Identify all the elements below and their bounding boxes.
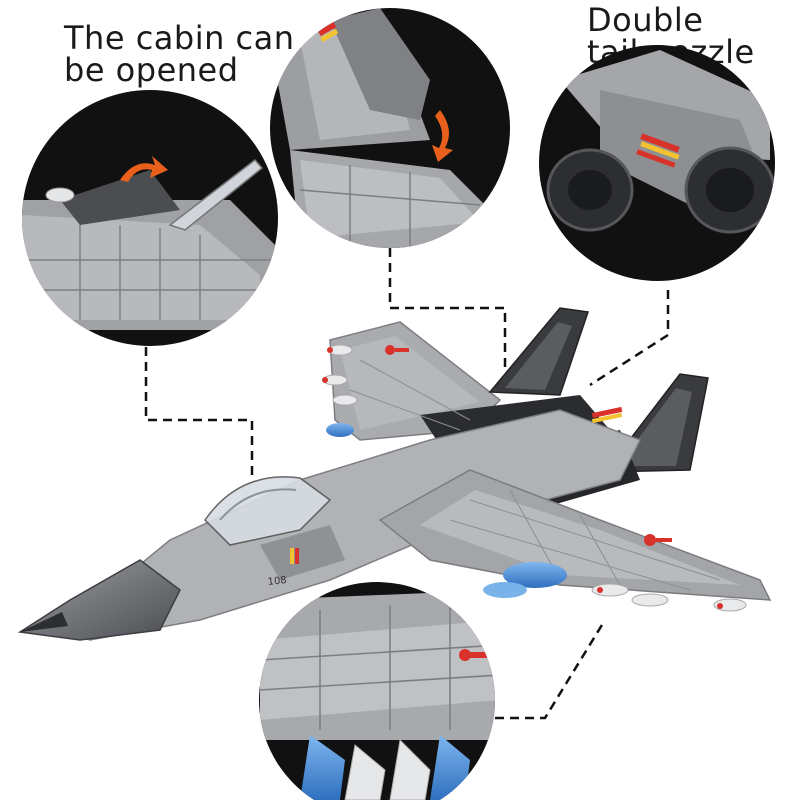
caption-cabin-line2: be opened <box>64 51 239 89</box>
detail-cabin <box>22 90 278 346</box>
cockpit-canopy <box>204 476 332 546</box>
leader-line-cabin <box>144 332 254 478</box>
tail-stripes <box>290 406 623 564</box>
detail-weapons <box>259 582 495 800</box>
caption-cabin: The cabin can be opened <box>64 22 304 86</box>
leader-line-nozzle <box>589 290 670 387</box>
detail-wing-fold <box>270 8 510 248</box>
caption-nozzle-line1: Double <box>587 1 704 39</box>
chinese-roundel-icon <box>385 345 672 546</box>
tail-number: 108 <box>267 575 287 588</box>
detail-tail-nozzle <box>539 45 775 281</box>
leader-line-top <box>388 248 507 372</box>
leader-lines <box>144 248 670 720</box>
leader-line-weapons <box>495 619 607 720</box>
rotate-arrow-icon <box>120 156 168 182</box>
wing-missiles <box>322 344 747 612</box>
fighter-jet-model: 108 <box>17 307 772 641</box>
rotate-arrow-icon <box>432 110 453 162</box>
caption-cabin-line1: The cabin can <box>64 19 295 57</box>
